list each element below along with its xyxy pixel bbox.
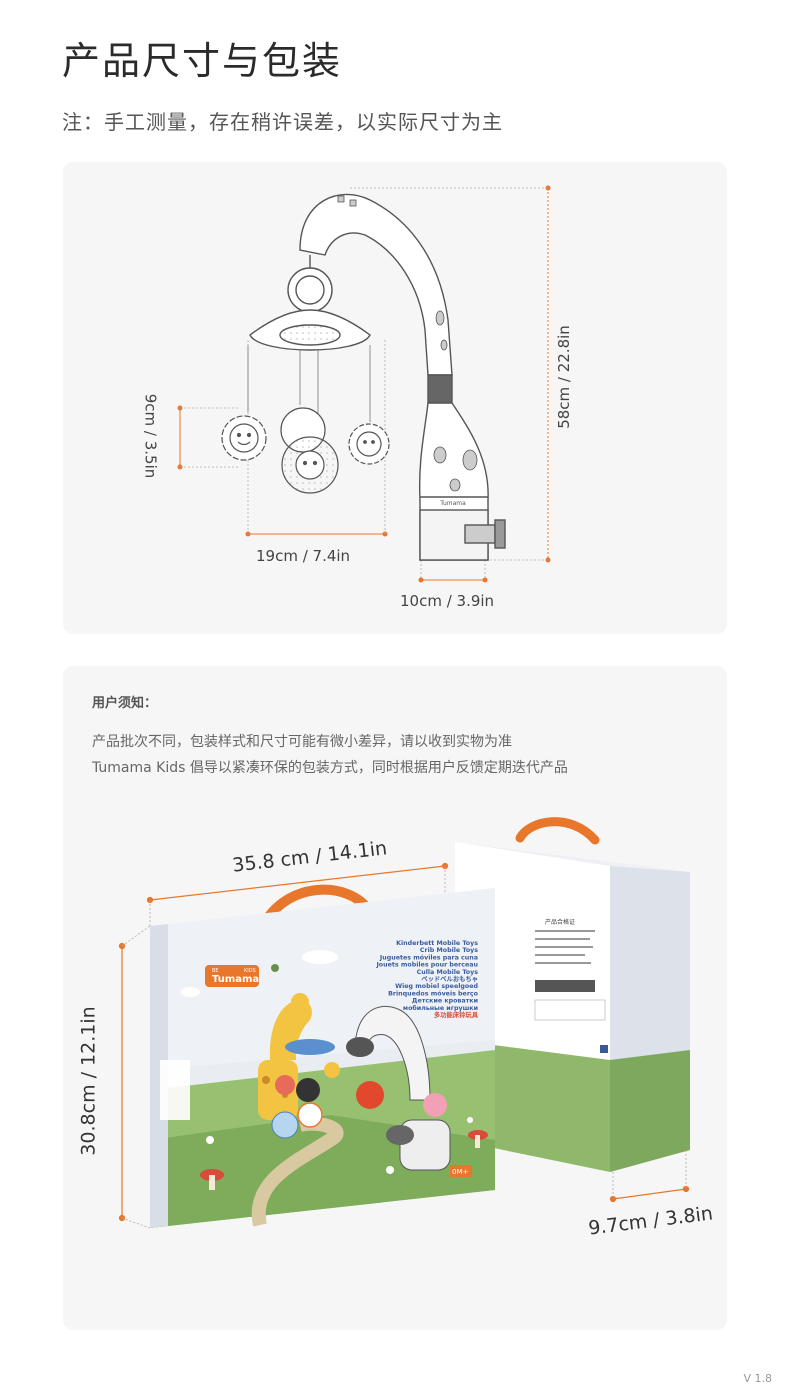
box-product-name: 多功能床铃玩具 [434, 1010, 479, 1019]
clamp-brand: Tumama [439, 500, 466, 507]
box-product-name: Jouets mobiles pour berceau [375, 962, 478, 969]
box-product-name: Детские кроватки [412, 998, 478, 1005]
box-girl-illustration [423, 1093, 447, 1117]
box-product-name: Juguetes móviles para cuna [379, 953, 478, 961]
ring-hanger [249, 255, 371, 351]
version-label: V 1.8 [743, 1372, 772, 1385]
giraffe-spots [337, 195, 478, 492]
star-toy [348, 423, 390, 465]
box-product-name: Crib Mobile Toys [420, 947, 478, 954]
box-product-name: Culla Mobile Toys [417, 969, 479, 976]
box-bunny-illustration [271, 1111, 299, 1139]
box-product-name: Wieg mobiel speelgoed [395, 983, 478, 990]
moon-toy [280, 407, 339, 494]
box-crab-illustration [356, 1081, 384, 1109]
box-brand-logo: Tumama [212, 974, 259, 985]
clamp-width-label: 10cm / 3.9in [400, 592, 495, 610]
box-product-name: Brinquedos móveis berço [388, 989, 479, 997]
notice-line-2: Tumama Kids 倡导以紧凑环保的包装方式，同时根据用户反馈定期迭代产品 [92, 760, 568, 776]
package-dimension-lines [118, 862, 690, 1222]
box-age-badge: 0M+ [452, 1168, 468, 1176]
box-product-name: мобильные игрушки [403, 1004, 478, 1012]
box-brand-prefix: BE [212, 968, 219, 974]
box-mobile-illustration [275, 1039, 340, 1128]
box-brand-tag: KIDS [244, 968, 256, 974]
package-height-label: 30.8cm / 12.1in [77, 1006, 100, 1156]
sun-toy [221, 415, 267, 461]
box-zebra-illustration [346, 1005, 451, 1171]
box-product-name: Kinderbett Mobile Toys [396, 940, 478, 947]
box-product-name: ベッドベルおもちゃ [421, 974, 478, 983]
page-subtitle: 注：手工测量，存在稍许误差，以实际尺寸为主 [62, 110, 503, 134]
toy-span-label: 19cm / 7.4in [256, 547, 351, 565]
page-title: 产品尺寸与包装 [62, 39, 343, 83]
notice-line-1: 产品批次不同，包装样式和尺寸可能有微小差异，请以收到实物为准 [92, 734, 512, 750]
notice-title: 用户须知： [92, 696, 158, 711]
dimension-lines [177, 185, 551, 583]
side-box-title: 产品合格证 [545, 918, 575, 926]
package-front-box: Tumama KIDS BE [150, 879, 554, 1228]
